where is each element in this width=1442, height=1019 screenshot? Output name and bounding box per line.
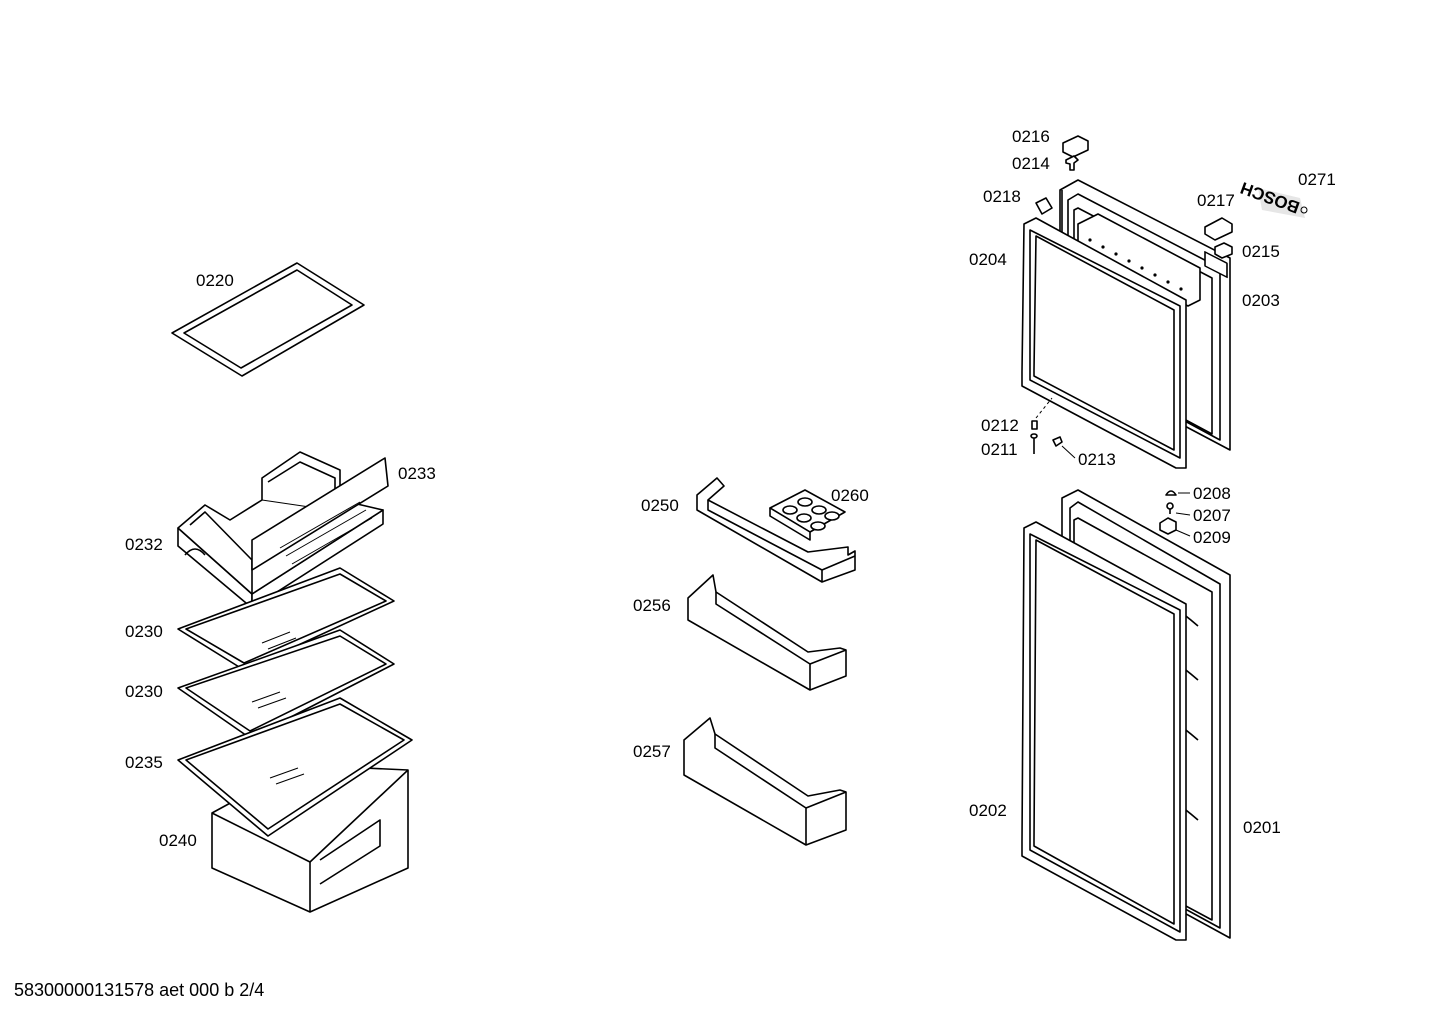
- part-0260-egg-tray: [769, 489, 846, 541]
- part-0207-screw: [1166, 502, 1174, 514]
- label-0271: 0271: [1298, 170, 1336, 189]
- label-0202: 0202: [969, 801, 1007, 820]
- panel-dot: [1101, 245, 1105, 249]
- part-0220-shelf-frame: [171, 262, 365, 377]
- label-0256: 0256: [633, 596, 671, 615]
- part-0209-hinge: [1159, 517, 1177, 535]
- part-0271-logo: BOSCH: [1238, 178, 1308, 218]
- part-0217-cap: [1204, 217, 1233, 241]
- label-0208: 0208: [1193, 484, 1231, 503]
- label-0215: 0215: [1242, 242, 1280, 261]
- panel-dot: [1153, 273, 1157, 277]
- part-0235-shelf: [177, 697, 413, 837]
- label-0218: 0218: [983, 187, 1021, 206]
- part-0202-lower-gasket: [1021, 521, 1187, 941]
- label-0201: 0201: [1243, 818, 1281, 837]
- label-0240: 0240: [159, 831, 197, 850]
- label-0250: 0250: [641, 496, 679, 515]
- label-0233: 0233: [398, 464, 436, 483]
- label-0207: 0207: [1193, 506, 1231, 525]
- panel-dot: [1166, 280, 1170, 284]
- label-0213: 0213: [1078, 450, 1116, 469]
- label-0257: 0257: [633, 742, 671, 761]
- panel-dot: [1088, 238, 1092, 242]
- part-0211-screw: [1030, 433, 1038, 454]
- label-0214: 0214: [1012, 154, 1050, 173]
- panel-dot: [1140, 266, 1144, 270]
- label-0216: 0216: [1012, 127, 1050, 146]
- label-0211: 0211: [981, 440, 1018, 459]
- label-0217: 0217: [1197, 191, 1235, 210]
- label-0235: 0235: [125, 753, 163, 772]
- part-0215-bracket: [1214, 242, 1233, 259]
- part-0218-pad: [1035, 197, 1053, 215]
- panel-dot: [1114, 252, 1118, 256]
- panel-dot: [1127, 259, 1131, 263]
- part-0250-door-shelf: [696, 477, 856, 583]
- label-0230-lower: 0230: [125, 682, 163, 701]
- label-0220: 0220: [196, 271, 234, 290]
- part-0204-upper-gasket: [1021, 217, 1187, 469]
- label-0212: 0212: [981, 416, 1019, 435]
- part-0208-cap: [1165, 490, 1177, 496]
- part-0257-door-shelf: [683, 717, 847, 846]
- part-0214-hinge-pin: [1065, 155, 1079, 171]
- part-0232-drawer: [177, 451, 389, 609]
- document-footer-code: 58300000131578 aet 000 b 2/4: [14, 980, 265, 1000]
- part-0230-shelf-upper: [177, 567, 395, 671]
- label-0203: 0203: [1242, 291, 1280, 310]
- part-0230-shelf-lower: [177, 629, 395, 739]
- part-0256-door-shelf: [687, 574, 847, 691]
- label-0232: 0232: [125, 535, 163, 554]
- panel-dot: [1179, 287, 1183, 291]
- label-0204: 0204: [969, 250, 1007, 269]
- part-0216-cap: [1062, 135, 1089, 158]
- label-0209: 0209: [1193, 528, 1231, 547]
- part-0212-bushing: [1031, 397, 1053, 430]
- label-0260: 0260: [831, 486, 869, 505]
- leader-lines: [1061, 445, 1191, 537]
- part-0213-pin: [1052, 436, 1063, 447]
- label-0230-upper: 0230: [125, 622, 163, 641]
